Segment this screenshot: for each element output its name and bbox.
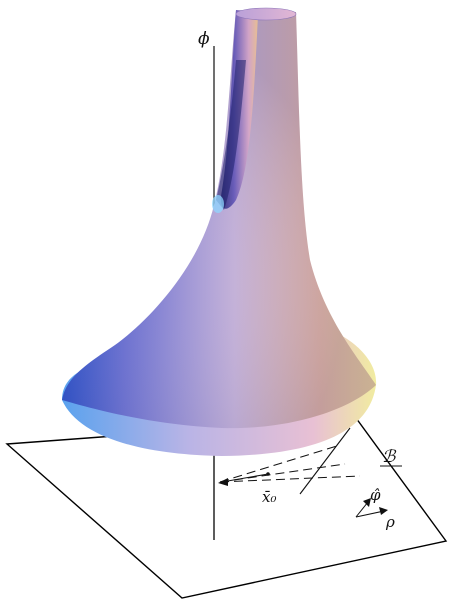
rho-arrow xyxy=(355,510,385,518)
x0-arrowhead xyxy=(218,478,228,486)
surface-shading xyxy=(62,10,376,429)
boundary-line xyxy=(299,427,351,495)
surface-highlight xyxy=(212,195,224,213)
phi-hat-arrow xyxy=(355,501,369,518)
dashed-ray-3 xyxy=(219,475,361,483)
dashed-ray-1 xyxy=(219,444,341,483)
rho-arrowhead xyxy=(379,507,388,515)
label-phi-hat: φ̂ xyxy=(370,486,381,504)
surface-fold xyxy=(216,60,246,210)
label-rho: ρ xyxy=(385,513,395,531)
label-phi-axis: ϕ xyxy=(198,29,210,49)
label-boundary: ℬ xyxy=(382,447,397,467)
x0-point xyxy=(266,472,270,476)
label-x0: x̄₀ xyxy=(262,488,276,506)
phi-hat-arrowhead xyxy=(363,498,371,507)
x0-arrow xyxy=(221,473,269,483)
surface-top-opening xyxy=(235,7,297,21)
